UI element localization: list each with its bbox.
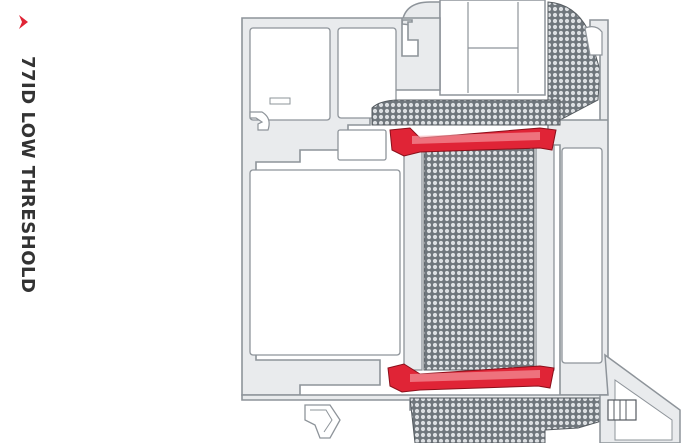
threshold-insulation <box>409 397 606 443</box>
sash-top-lip <box>584 26 603 56</box>
glazing-left-upright <box>403 144 423 371</box>
glazing-right-upright <box>535 144 555 371</box>
frame-chamber-top <box>249 27 331 121</box>
frame-chamber-top-right <box>337 27 397 119</box>
fixing-screw <box>607 399 637 421</box>
chevron-right-icon <box>19 15 28 29</box>
side-title: 77ID LOW THRESHOLD <box>6 12 40 432</box>
frame-chamber-main <box>249 169 401 356</box>
insulation-core <box>423 147 535 371</box>
upper-insulation-bar <box>371 99 561 126</box>
sash-chamber <box>561 147 603 364</box>
frame-hook <box>249 111 270 131</box>
frame-chamber-mid <box>337 129 387 161</box>
drip-clip <box>304 404 341 439</box>
